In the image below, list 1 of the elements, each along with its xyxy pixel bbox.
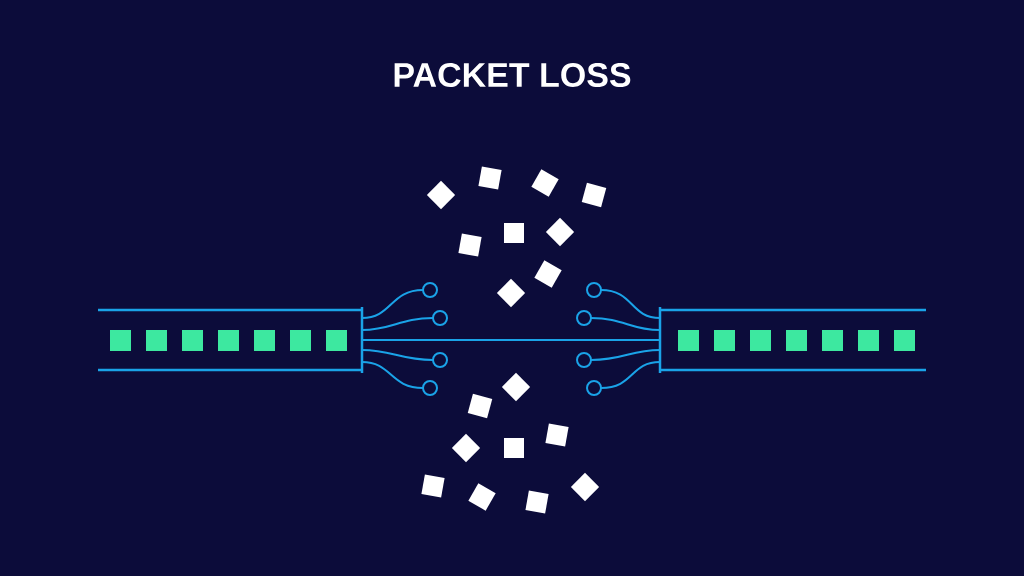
title: PACKET LOSS <box>394 62 631 88</box>
